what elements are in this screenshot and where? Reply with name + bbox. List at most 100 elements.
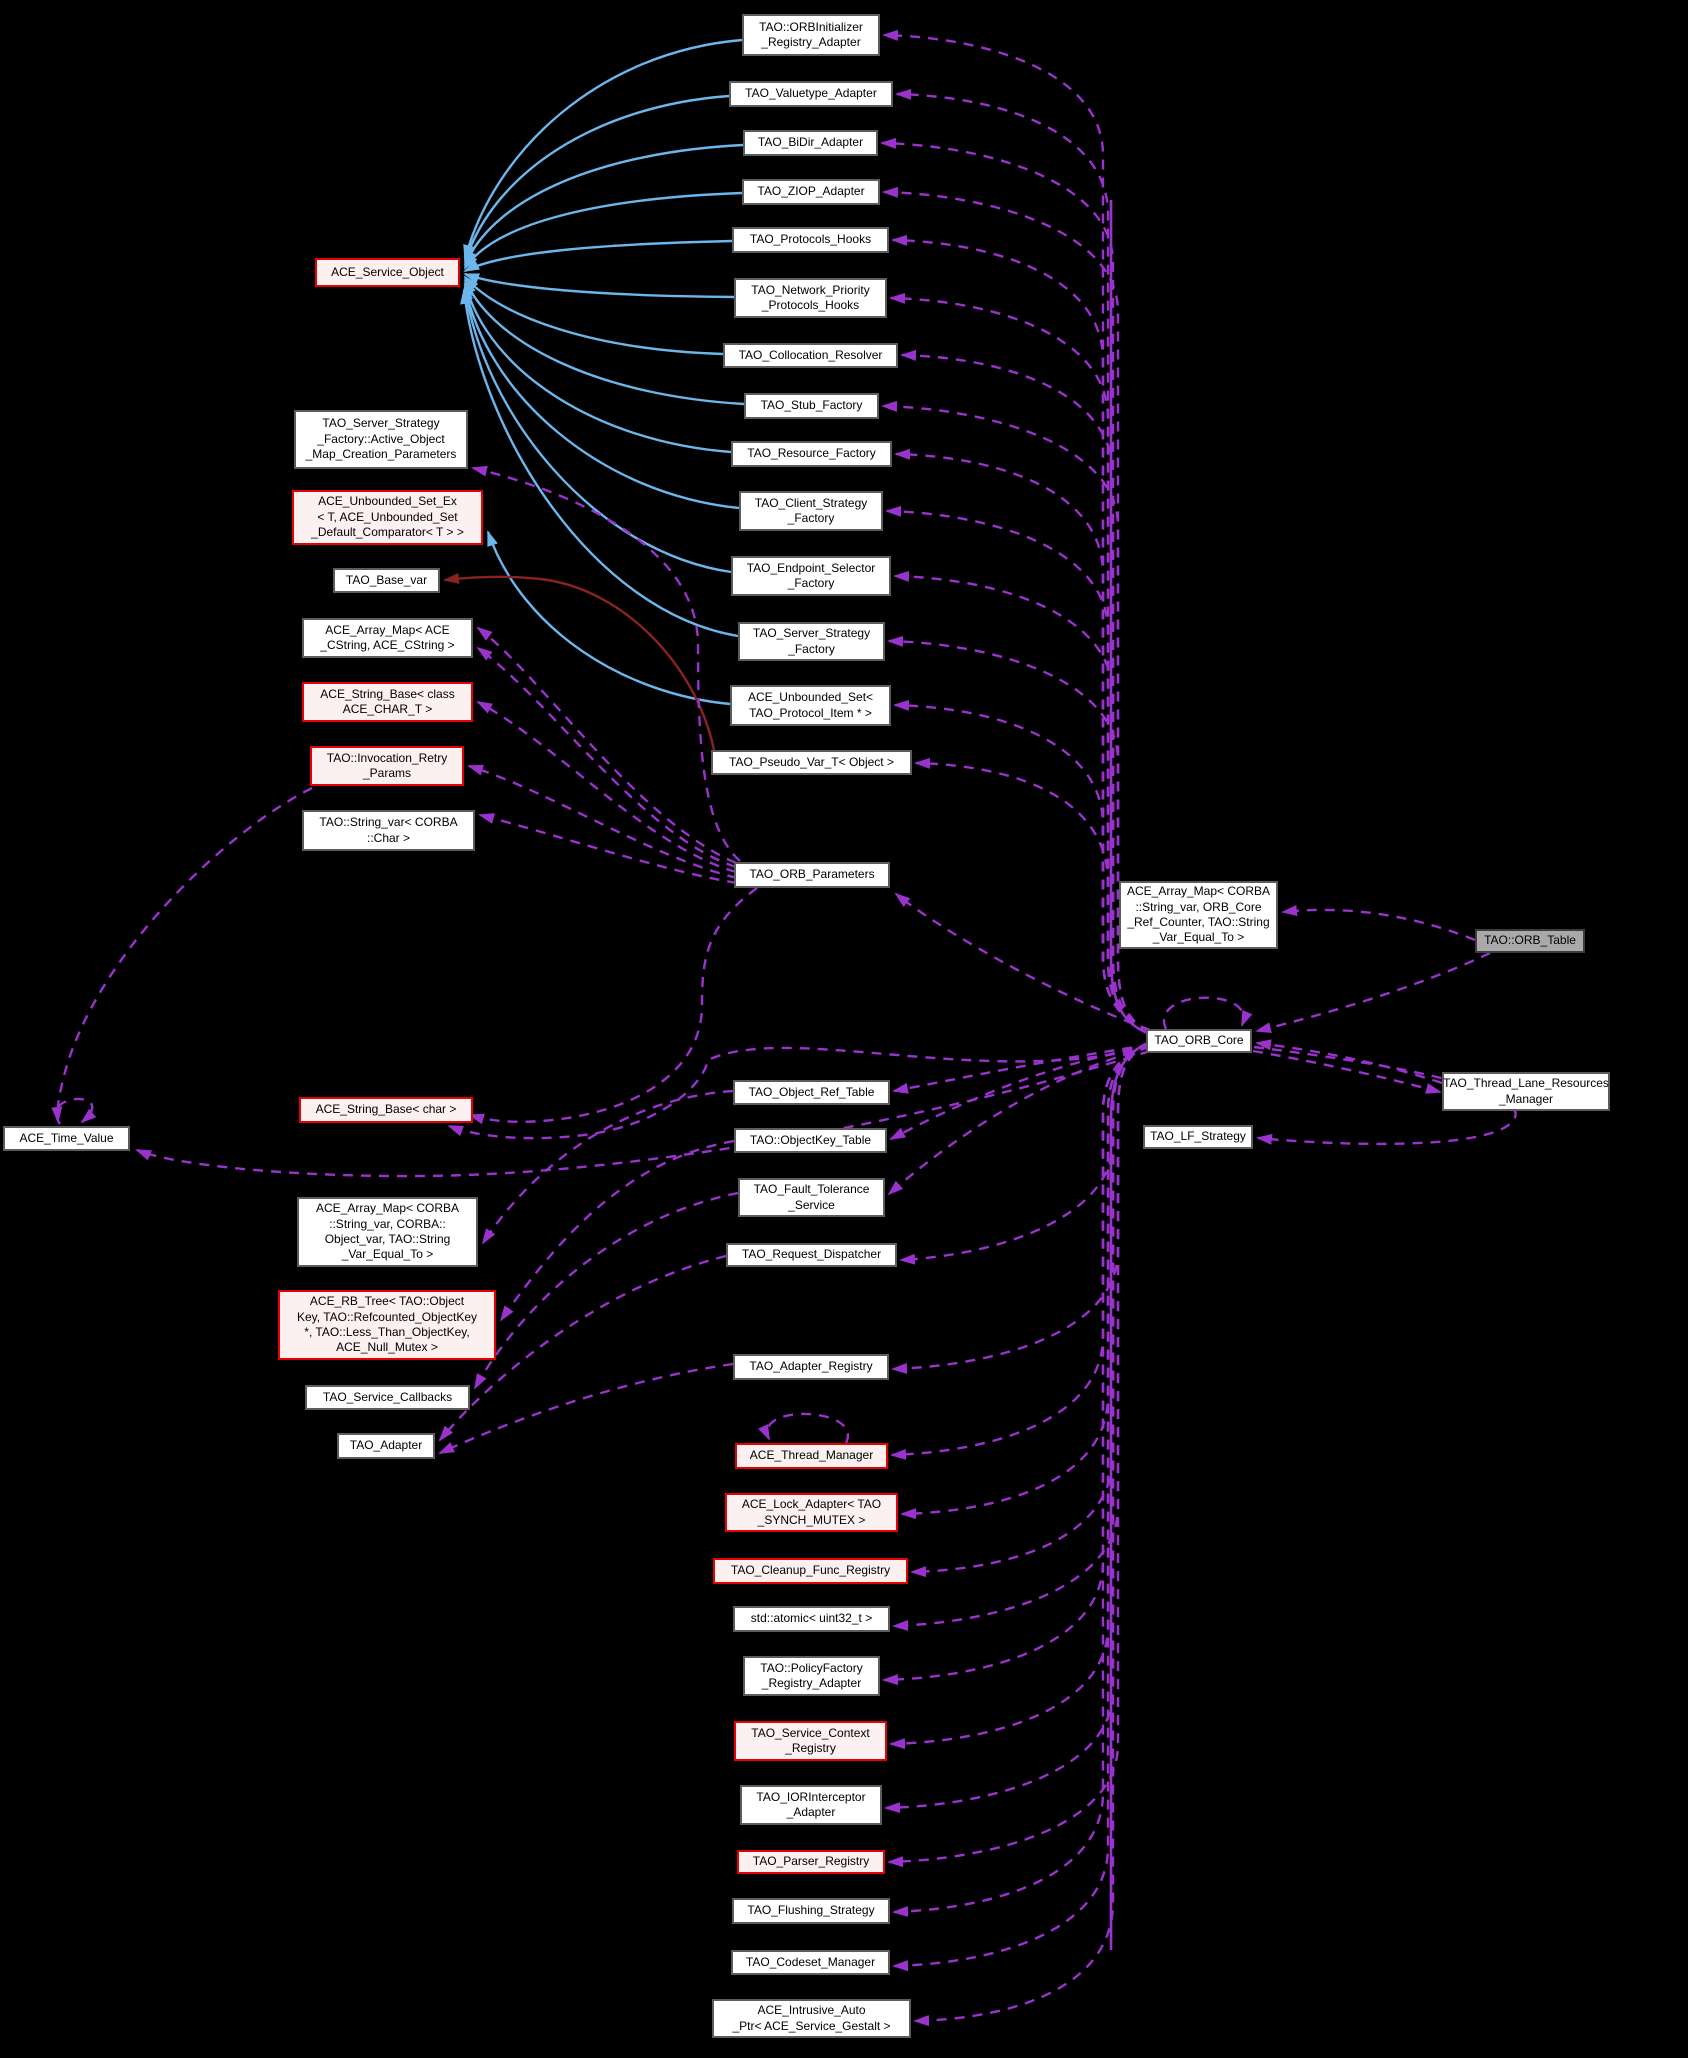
node-ace-array-map-orb-core[interactable]: ACE_Array_Map< CORBA ::String_var, ORB_C…: [1119, 881, 1278, 949]
edge-tao-resource-factory-to-ace-service-object: [463, 281, 732, 454]
edge-tao-orb-core-to-tao-flushing-strategy: [892, 1042, 1151, 1917]
edge-tao-orb-parameters-to-ace-array-map-cstring: [476, 626, 737, 865]
node-tao-protocols-hooks[interactable]: TAO_Protocols_Hooks: [732, 227, 889, 253]
edge-tao-orb-core-to-tao-orb-core: [1162, 996, 1253, 1030]
edge-tao-orb-core-to-tao-codeset-manager: [892, 1042, 1151, 1972]
node-tao-ziop-adapter[interactable]: TAO_ZIOP_Adapter: [742, 179, 880, 205]
node-ace-array-map-cstring[interactable]: ACE_Array_Map< ACE _CString, ACE_CString…: [302, 618, 473, 658]
edge-tao-orb-core-to-bundle-down: [1109, 1040, 1151, 1950]
node-tao-service-context-registry[interactable]: TAO_Service_Context _Registry: [734, 1721, 887, 1761]
node-tao-orb-parameters[interactable]: TAO_ORB_Parameters: [734, 862, 890, 888]
node-tao-iorinterceptor-adapter[interactable]: TAO_IORInterceptor _Adapter: [740, 1785, 882, 1825]
node-tao-bidir-adapter[interactable]: TAO_BiDir_Adapter: [743, 130, 878, 156]
edge-tao-orb-parameters-to-ace-string-base-ace-char-t: [476, 700, 737, 874]
edge-tao-collocation-resolver-to-ace-service-object: [463, 275, 724, 356]
node-tao-server-strategy-factory[interactable]: TAO_Server_Strategy _Factory: [738, 622, 885, 661]
edge-tao-orb-parameters-to-tao-string-var-corba-char: [478, 813, 738, 885]
edge-tao-orb-parameters-to-ace-string-base-char: [468, 887, 758, 1125]
edge-tao-thread-lane-resources-manager-to-tao-orb-core: [1255, 1039, 1443, 1085]
node-tao-lf-strategy[interactable]: TAO_LF_Strategy: [1143, 1125, 1253, 1149]
node-tao-endpoint-selector-factory[interactable]: TAO_Endpoint_Selector _Factory: [731, 556, 891, 596]
edge-tao-orb-core-to-ace-string-base-char: [447, 1044, 1151, 1140]
node-ace-intrusive-auto-ptr[interactable]: ACE_Intrusive_Auto _Ptr< ACE_Service_Ges…: [712, 1999, 911, 2038]
node-tao-stub-factory[interactable]: TAO_Stub_Factory: [744, 393, 879, 419]
edge-tao-fault-tolerance-service-to-tao-service-callbacks: [473, 1191, 739, 1390]
node-ace-string-base-char[interactable]: ACE_String_Base< char >: [299, 1097, 473, 1123]
node-tao-flushing-strategy[interactable]: TAO_Flushing_Strategy: [732, 1898, 890, 1924]
node-tao-orb-core[interactable]: TAO_ORB_Core: [1146, 1029, 1252, 1053]
node-tao-object-ref-table[interactable]: TAO_Object_Ref_Table: [733, 1080, 890, 1105]
node-tao-thread-lane-resources-manager[interactable]: TAO_Thread_Lane_Resources _Manager: [1442, 1072, 1610, 1111]
edge-tao-orb-core-to-tao-thread-lane-resources-manager: [1252, 1049, 1442, 1094]
node-tao-cleanup-func-registry[interactable]: TAO_Cleanup_Func_Registry: [713, 1558, 908, 1584]
edge-tao-ziop-adapter-to-ace-service-object: [463, 191, 743, 270]
edge-tao-orb-core-to-tao-lf-strategy: [1253, 1045, 1517, 1146]
edge-tao-server-strategy-factory-to-ace-service-object: [460, 288, 739, 638]
node-tao-service-callbacks[interactable]: TAO_Service_Callbacks: [305, 1385, 470, 1410]
node-tao-policyfactory-registry-adapter[interactable]: TAO::PolicyFactory _Registry_Adapter: [743, 1656, 880, 1696]
node-tao-fault-tolerance-service[interactable]: TAO_Fault_Tolerance _Service: [738, 1178, 885, 1217]
edge-tao-invocation-retry-params-to-ace-time-value: [51, 786, 313, 1123]
edge-ace-time-value-to-ace-time-value: [55, 1097, 97, 1125]
edge-tao-orb-core-to-tao-adapter-registry: [891, 1042, 1151, 1374]
edge-tao-orb-core-to-tao-collocation-resolver: [900, 349, 1151, 1033]
edge-tao-orb-core-to-tao-endpoint-selector-factory: [893, 570, 1151, 1033]
node-ace-string-base-ace-char-t[interactable]: ACE_String_Base< class ACE_CHAR_T >: [302, 682, 473, 722]
node-ace-thread-manager[interactable]: ACE_Thread_Manager: [735, 1443, 888, 1469]
edge-tao-client-strategy-factory-to-ace-service-object: [462, 284, 740, 510]
node-tao-network-priority-protocols-hooks[interactable]: TAO_Network_Priority _Protocols_Hooks: [734, 278, 887, 318]
node-active-object-map-creation-parameters[interactable]: TAO_Server_Strategy _Factory::Active_Obj…: [294, 410, 468, 469]
edge-tao-bidir-adapter-to-ace-service-object: [463, 143, 744, 267]
edge-tao-adapter-registry-to-tao-adapter: [438, 1362, 734, 1455]
edge-tao-orb-parameters-to-active-object-map-creation-parameters: [471, 465, 741, 862]
node-tao-client-strategy-factory[interactable]: TAO_Client_Strategy _Factory: [739, 491, 883, 531]
node-tao-string-var-corba-char[interactable]: TAO::String_var< CORBA ::Char >: [302, 810, 475, 851]
node-tao-parser-registry[interactable]: TAO_Parser_Registry: [737, 1850, 885, 1874]
edge-tao-orb-core-to-tao-orb-parameters: [894, 892, 1151, 1032]
edge-tao-objectkey-table-to-ace-rb-tree: [499, 1139, 735, 1322]
node-ace-time-value[interactable]: ACE_Time_Value: [3, 1126, 130, 1151]
node-tao-resource-factory[interactable]: TAO_Resource_Factory: [731, 441, 892, 467]
edge-tao-pseudo-var-t-object-to-tao-base-var: [443, 572, 716, 751]
node-tao-request-dispatcher[interactable]: TAO_Request_Dispatcher: [726, 1243, 897, 1267]
node-tao-valuetype-adapter[interactable]: TAO_Valuetype_Adapter: [729, 81, 893, 107]
node-ace-unbounded-set-protocol-item[interactable]: ACE_Unbounded_Set< TAO_Protocol_Item * >: [730, 685, 891, 726]
edge-tao-orb-core-to-tao-valuetype-adapter: [895, 88, 1151, 1033]
edge-tao-object-ref-table-to-ace-array-map-object-var: [481, 1089, 734, 1245]
edge-tao-orb-core-to-tao-request-dispatcher: [899, 1042, 1151, 1265]
edge-tao-network-priority-protocols-hooks-to-ace-service-object: [463, 272, 735, 299]
edge-tao-orb-table-to-ace-array-map-orb-core: [1281, 905, 1476, 942]
edge-tao-orb-core-to-tao-bidir-adapter: [880, 137, 1151, 1033]
edge-tao-protocols-hooks-to-ace-service-object: [463, 239, 733, 273]
edge-tao-orb-core-to-tao-cleanup-func-registry: [910, 1042, 1151, 1578]
node-tao-base-var[interactable]: TAO_Base_var: [333, 568, 440, 593]
node-ace-unbounded-set-ex[interactable]: ACE_Unbounded_Set_Ex < T, ACE_Unbounded_…: [292, 490, 483, 545]
node-ace-array-map-object-var[interactable]: ACE_Array_Map< CORBA ::String_var, CORBA…: [297, 1197, 478, 1267]
node-tao-orb-table[interactable]: TAO::ORB_Table: [1475, 929, 1585, 953]
edge-tao-valuetype-adapter-to-ace-service-object: [463, 94, 730, 264]
node-tao-adapter-registry[interactable]: TAO_Adapter_Registry: [733, 1354, 889, 1380]
node-tao-collocation-resolver[interactable]: TAO_Collocation_Resolver: [723, 343, 898, 368]
node-ace-lock-adapter[interactable]: ACE_Lock_Adapter< TAO _SYNCH_MUTEX >: [725, 1493, 898, 1532]
node-ace-rb-tree[interactable]: ACE_RB_Tree< TAO::Object Key, TAO::Refco…: [278, 1290, 496, 1360]
node-tao-objectkey-table[interactable]: TAO::ObjectKey_Table: [734, 1128, 887, 1153]
node-ace-service-object[interactable]: ACE_Service_Object: [315, 258, 460, 287]
edge-tao-orb-table-to-tao-orb-core: [1255, 951, 1491, 1033]
edge-tao-orb-core-to-ace-intrusive-auto-ptr: [913, 1042, 1151, 2027]
edge-tao-orbinitializer-registry-adapter-to-ace-service-object: [463, 38, 743, 261]
edge-tao-orb-parameters-to-tao-invocation-retry-params: [467, 764, 738, 880]
node-std-atomic-uint32[interactable]: std::atomic< uint32_t >: [733, 1606, 890, 1632]
edge-tao-orb-core-to-tao-orbinitializer-registry-adapter: [882, 29, 1151, 1033]
node-tao-invocation-retry-params[interactable]: TAO::Invocation_Retry _Params: [310, 746, 464, 786]
edge-tao-endpoint-selector-factory-to-ace-service-object: [461, 286, 732, 574]
node-tao-codeset-manager[interactable]: TAO_Codeset_Manager: [731, 1950, 890, 1975]
edge-tao-request-dispatcher-to-tao-adapter: [438, 1254, 727, 1442]
node-tao-orbinitializer-registry-adapter[interactable]: TAO::ORBInitializer _Registry_Adapter: [742, 14, 880, 56]
edge-tao-orb-core-to-tao-iorinterceptor-adapter: [884, 1042, 1151, 1814]
node-tao-pseudo-var-t-object[interactable]: TAO_Pseudo_Var_T< Object >: [711, 750, 912, 775]
edge-tao-stub-factory-to-ace-service-object: [463, 278, 745, 406]
node-tao-adapter[interactable]: TAO_Adapter: [337, 1433, 435, 1459]
